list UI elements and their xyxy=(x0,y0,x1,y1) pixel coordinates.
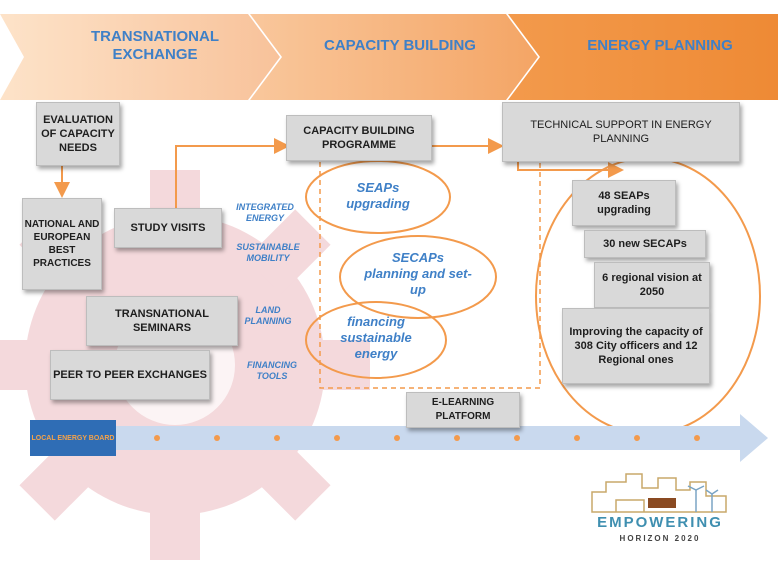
chevron-energy xyxy=(508,14,778,100)
stage-title-energy: ENERGY PLANNING xyxy=(587,37,733,54)
evaluation-box: EVALUATION OF CAPACITY NEEDS xyxy=(36,102,120,166)
seminars-box: TRANSNATIONAL SEMINARS xyxy=(86,296,238,346)
chevron-capacity xyxy=(250,14,538,100)
stage-title-capacity: CAPACITY BUILDING xyxy=(324,37,476,54)
logo-word: EMPOWERING xyxy=(597,514,723,531)
seaps-upgrading-label: SEAPs upgrading xyxy=(346,180,410,211)
secaps-30-box: 30 new SECAPs xyxy=(584,230,706,258)
local-energy-board-badge: LOCAL ENERGY BOARD xyxy=(30,420,116,456)
best-practices-box: NATIONAL AND EUROPEAN BEST PRACTICES xyxy=(22,198,102,290)
technical-support-box: TECHNICAL SUPPORT IN ENERGY PLANNING xyxy=(502,102,740,162)
financing-label: financing sustainable energy xyxy=(340,314,412,361)
elearning-box: E-LEARNING PLATFORM xyxy=(406,392,520,428)
study-visits-box: STUDY VISITS xyxy=(114,208,222,248)
programme-box: CAPACITY BUILDING PROGRAMME xyxy=(286,115,432,161)
empowering-logo: EMPOWERING HORIZON 2020 xyxy=(586,468,734,552)
theme-integrated-energy: INTEGRATED ENERGY xyxy=(236,202,294,223)
theme-sustainable-mobility: SUSTAINABLE MOBILITY xyxy=(236,242,300,263)
logo-subtitle: HORIZON 2020 xyxy=(619,534,701,543)
seaps-48-box: 48 SEAPs upgrading xyxy=(572,180,676,226)
stage-title-transnational: TRANSNATIONAL EXCHANGE xyxy=(90,28,220,63)
arrow-technical-down xyxy=(517,162,624,178)
theme-land-planning: LAND PLANNING xyxy=(244,305,292,326)
theme-financing-tools: FINANCING TOOLS xyxy=(247,360,297,381)
secaps-label: SECAPs planning and set-up xyxy=(364,250,472,297)
chevron-transnational xyxy=(0,14,280,100)
regional-vision-box: 6 regional vision at 2050 xyxy=(594,262,710,308)
capacity-improving-box: Improving the capacity of 308 City offic… xyxy=(562,308,710,384)
city-skyline-icon xyxy=(591,473,727,513)
stage-chevrons xyxy=(0,14,778,100)
peer-exchanges-box: PEER TO PEER EXCHANGES xyxy=(50,350,210,400)
